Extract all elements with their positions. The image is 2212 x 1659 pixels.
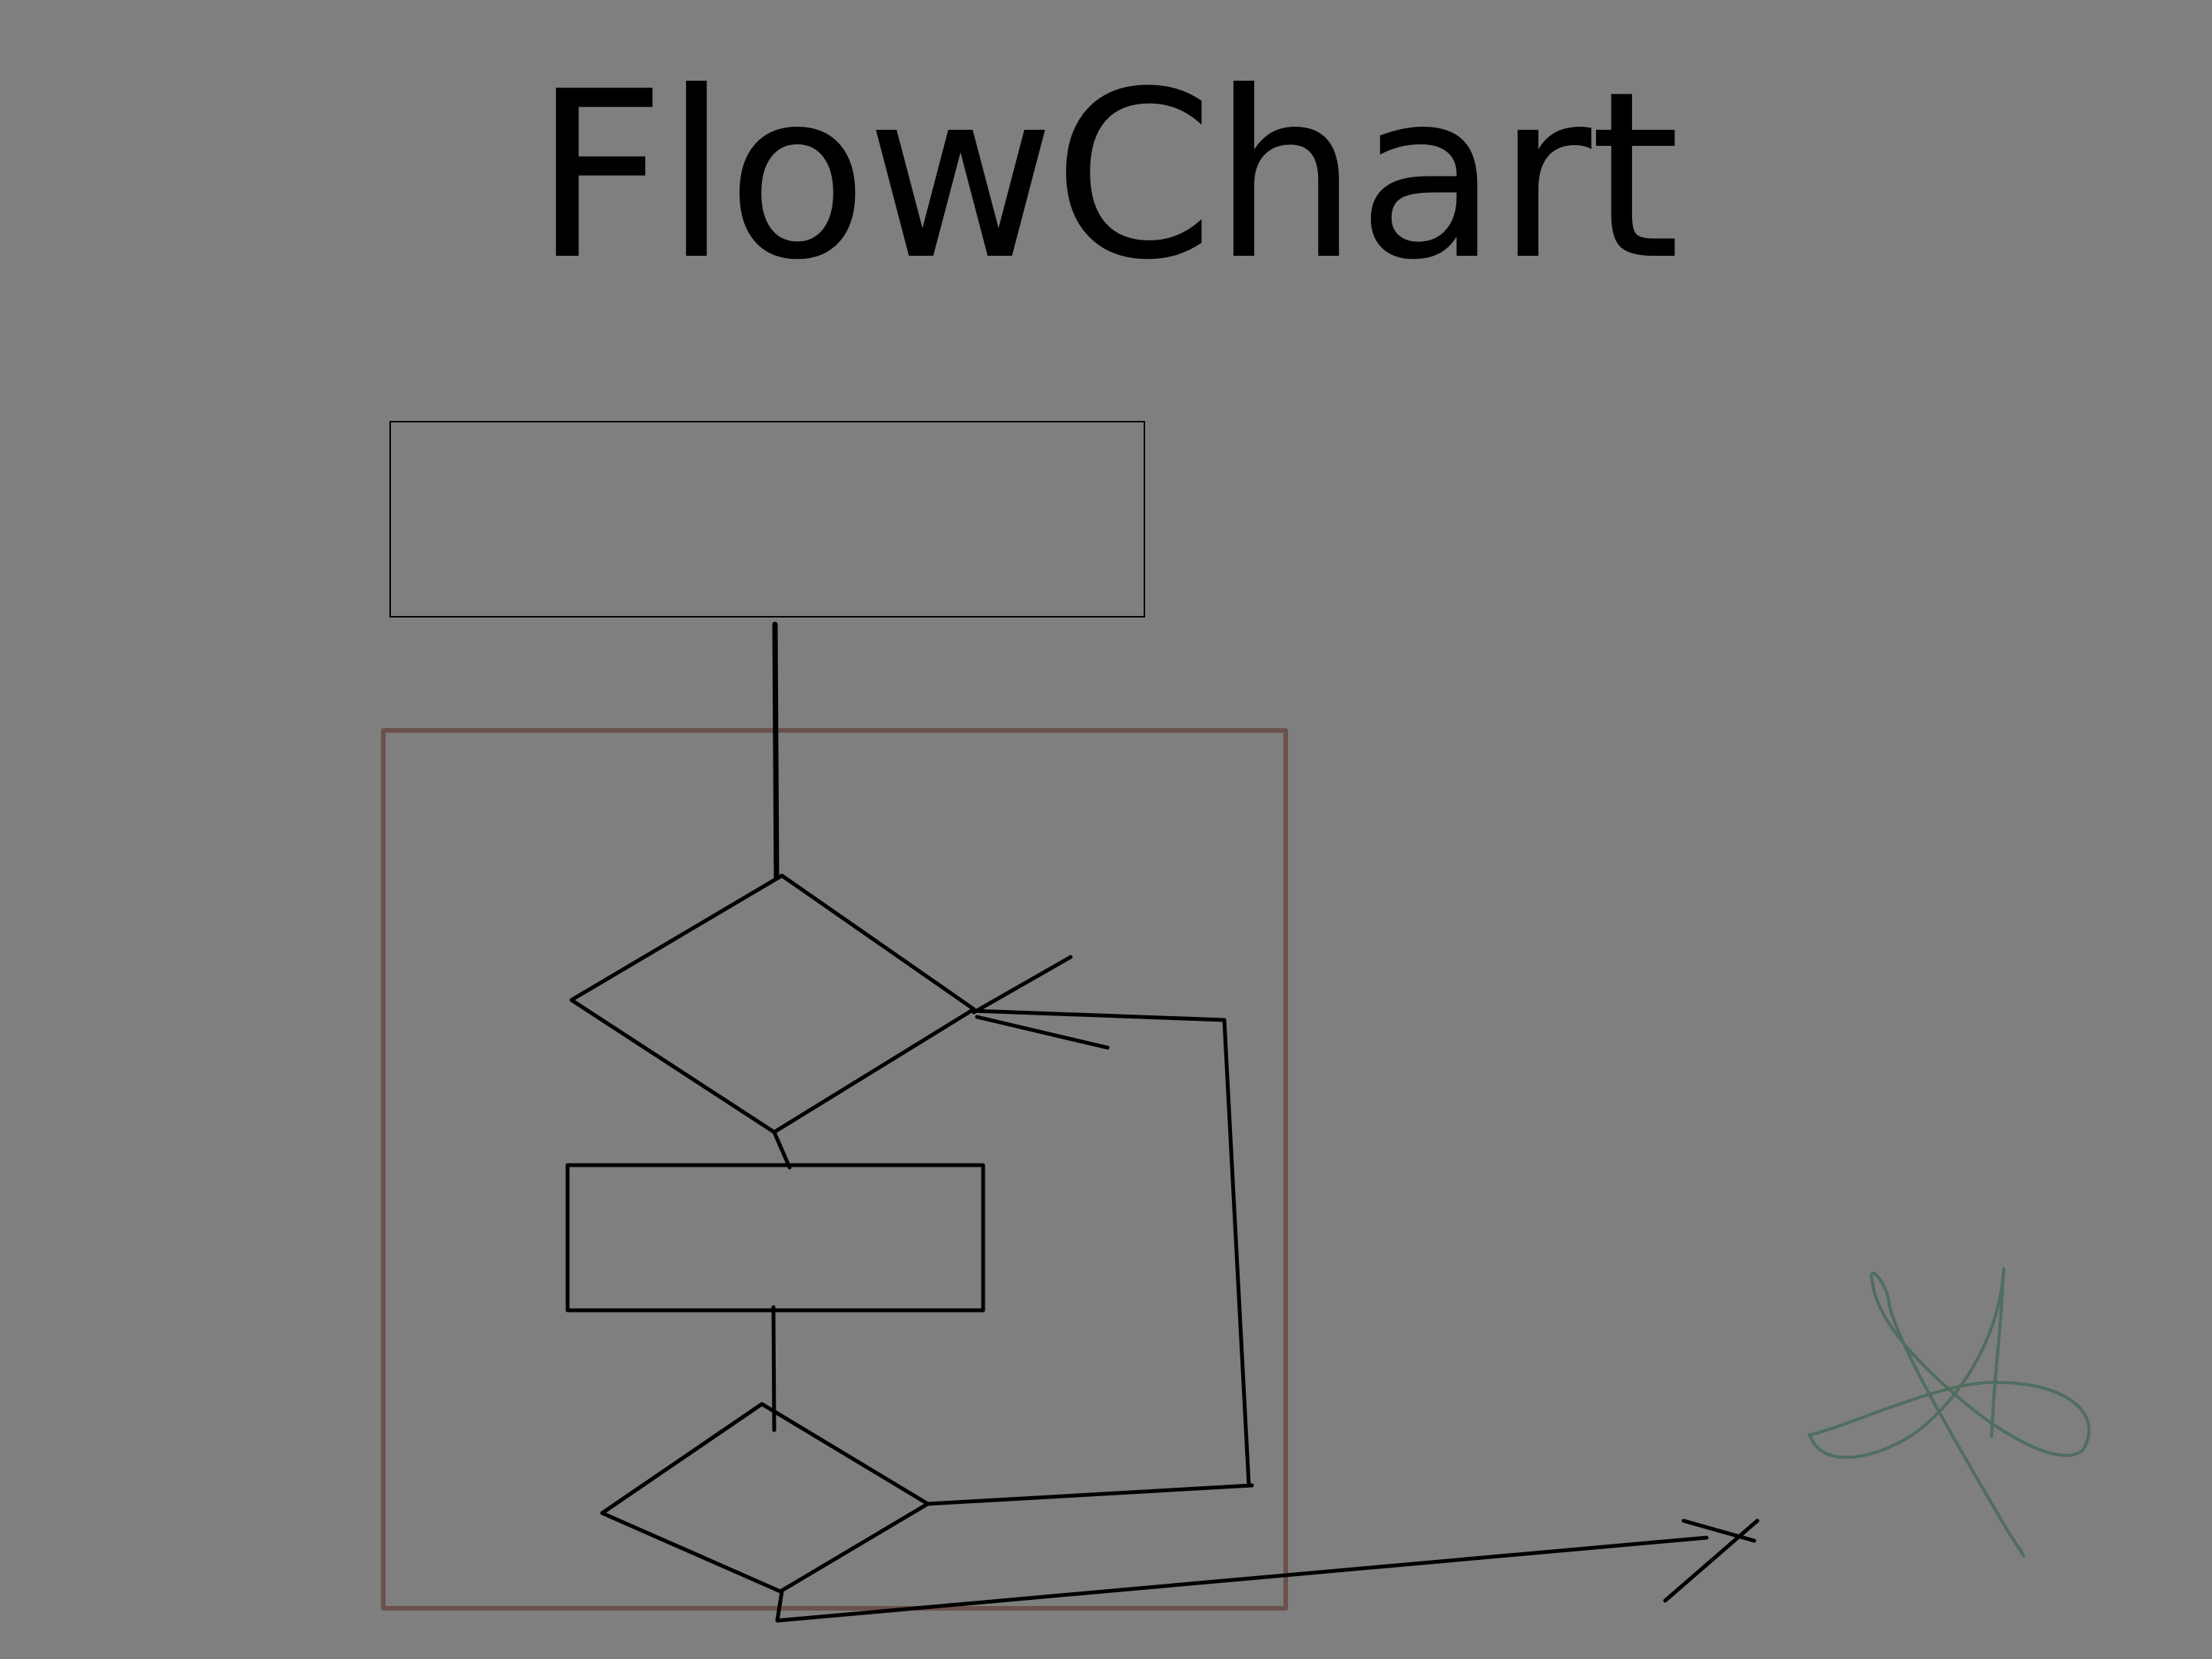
arrowhead-upper-a: [972, 955, 1073, 1015]
middle-process-box[interactable]: [565, 1163, 985, 1313]
signature-mark-icon: [1807, 1267, 2091, 1558]
loop-frame: [381, 728, 1288, 1611]
connector-start-to-decision: [772, 621, 780, 881]
arrowhead-upper-b: [975, 1015, 1110, 1050]
start-process-box[interactable]: [389, 421, 1145, 618]
loop-back-connector: [970, 1008, 1251, 1488]
loop-bottom-connector: [926, 1483, 1254, 1506]
connector-decision-to-process: [772, 1130, 792, 1170]
decision-diamond-lower[interactable]: [600, 1402, 930, 1594]
exit-arrowhead-a: [1681, 1518, 1757, 1543]
exit-connector: [775, 1535, 1709, 1623]
exit-arrowhead-b: [1663, 1518, 1760, 1603]
decision-diamond-upper[interactable]: [569, 873, 976, 1134]
page-title: FlowChart: [533, 42, 1680, 310]
